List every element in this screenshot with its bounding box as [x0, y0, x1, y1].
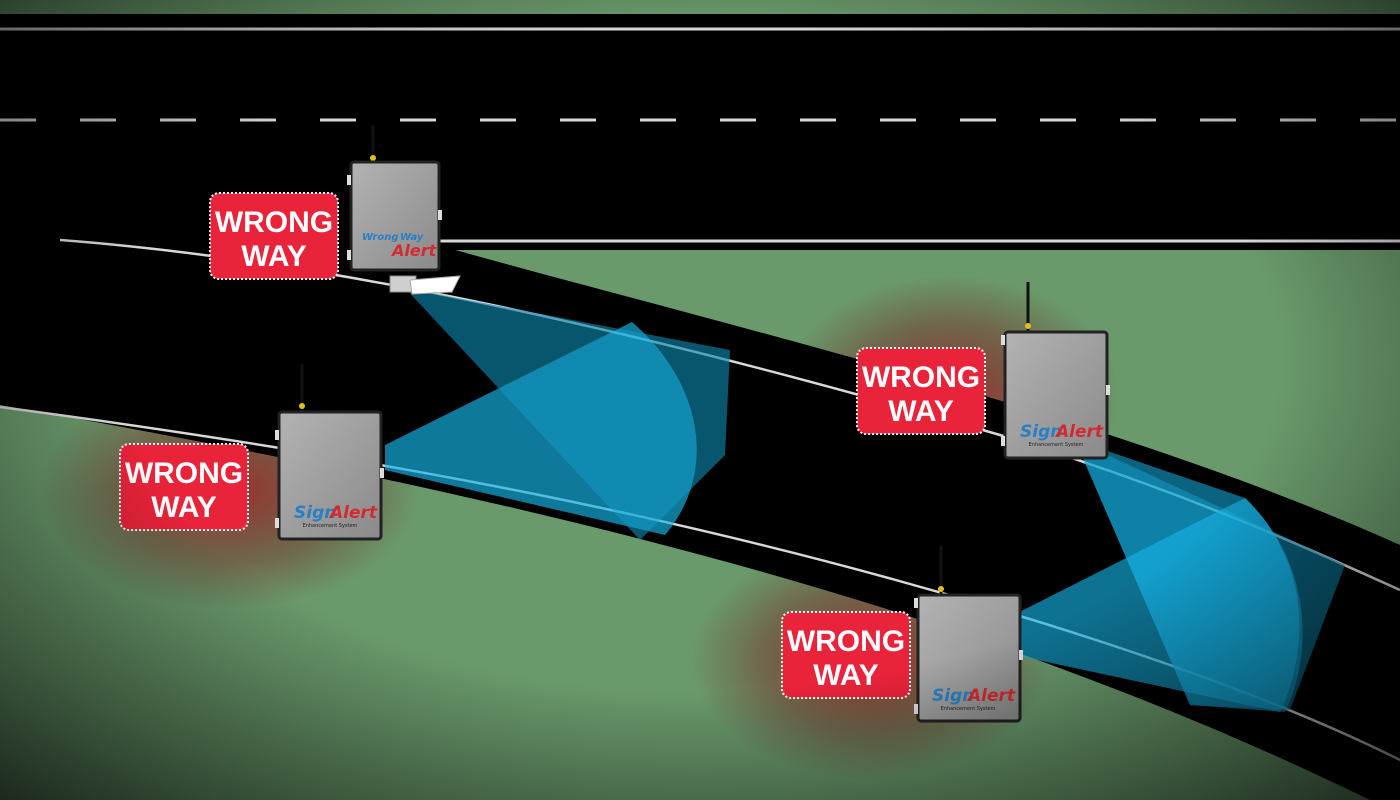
brand-alert: Alert — [966, 686, 1016, 706]
brand-alert: Alert — [390, 241, 438, 260]
wrong-way-sign: WRONG WAY — [119, 443, 249, 531]
sign-line1: WRONG — [215, 206, 333, 239]
brand-tagline: Enhancement System — [941, 706, 996, 712]
wrong-way-sign: WRONG WAY — [856, 347, 986, 435]
wrong-way-sign: WRONG WAY — [781, 611, 911, 699]
radar-sensor — [389, 275, 461, 295]
sign-line2: WAY — [888, 395, 954, 428]
brand-alert: Alert — [328, 503, 378, 523]
brand-alert: Alert — [1054, 422, 1104, 442]
sign-line1: WRONG — [787, 625, 905, 658]
sign-line2: WAY — [241, 240, 307, 273]
sign-line2: WAY — [151, 491, 217, 524]
sign-line1: WRONG — [125, 457, 243, 490]
sign-line1: WRONG — [862, 361, 980, 394]
sign-line2: WAY — [813, 659, 879, 692]
brand-tagline: Enhancement System — [303, 523, 358, 529]
wrong-way-sign: WRONG WAY — [209, 192, 339, 280]
brand-tagline: Enhancement System — [1029, 442, 1084, 448]
